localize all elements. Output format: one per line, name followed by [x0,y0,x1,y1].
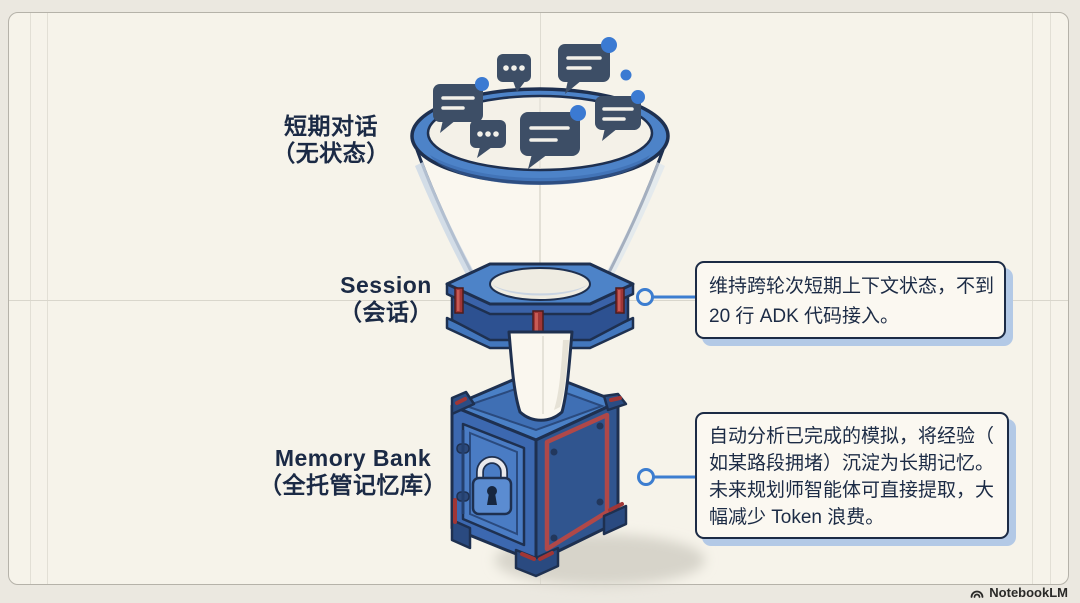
label-session-line1: Session [340,272,432,298]
callout-session-line2: 20 行 ADK 代码接入。 [709,306,900,327]
label-short-term-line1: 短期对话 [284,113,378,139]
typing-bubble-icon [470,120,506,158]
padlock-icon [471,456,513,516]
grid-line-right-1 [1032,13,1033,584]
watermark: NotebookLM [969,585,1068,600]
chat-bubble-icon [433,77,489,133]
label-memory-bank: Memory Bank （全托管记忆库） [243,445,463,499]
chat-bubble-icon [520,105,586,169]
label-memory-bank-line1: Memory Bank [274,445,432,471]
callout-memory-line3: 未来规划师智能体可直接提取，大 [709,480,995,501]
notification-dot-icon [601,37,617,53]
callout-memory-note: 自动分析已完成的模拟，将经验（ 如某路段拥堵）沉淀为长期记忆。 未来规划师智能体… [695,412,1009,539]
callout-memory-line2: 如某路段拥堵）沉淀为长期记忆。 [709,453,995,474]
chat-bubble-icon [595,90,645,141]
label-short-term-line2: （无状态） [272,140,390,166]
label-short-term-chat: 短期对话 （无状态） [243,113,419,167]
grid-line-left-1 [30,13,31,584]
label-memory-bank-line2: （全托管记忆库） [259,472,447,498]
callout-session-line1: 维持跨轮次短期上下文状态，不到 [709,276,995,297]
callout-memory-line1: 自动分析已完成的模拟，将经验（ [709,426,995,447]
rivets [550,422,604,542]
chat-bubbles [433,37,645,169]
chat-bubble-icon [558,37,617,94]
label-session: Session （会话） [298,272,474,326]
callout-session-note: 维持跨轮次短期上下文状态，不到 20 行 ADK 代码接入。 [695,261,1006,339]
watermark-label: NotebookLM [989,585,1068,600]
notification-dot-icon [475,77,489,91]
notification-dot-icon [620,69,632,81]
notebooklm-logo-icon [970,590,984,598]
label-session-line2: （会话） [339,299,433,325]
session-ring [445,262,635,350]
grid-line-left-2 [47,13,48,584]
funnel-neck [507,330,574,422]
session-connector [636,288,697,306]
callout-memory-line4: 幅减少 Token 浪费。 [709,507,885,528]
typing-bubble-icon [497,54,531,92]
door-hinges [456,430,470,514]
notification-dot-icon [570,105,586,121]
memory-connector [637,468,697,486]
grid-line-right-2 [1050,13,1051,584]
notification-dot-icon [631,90,645,104]
